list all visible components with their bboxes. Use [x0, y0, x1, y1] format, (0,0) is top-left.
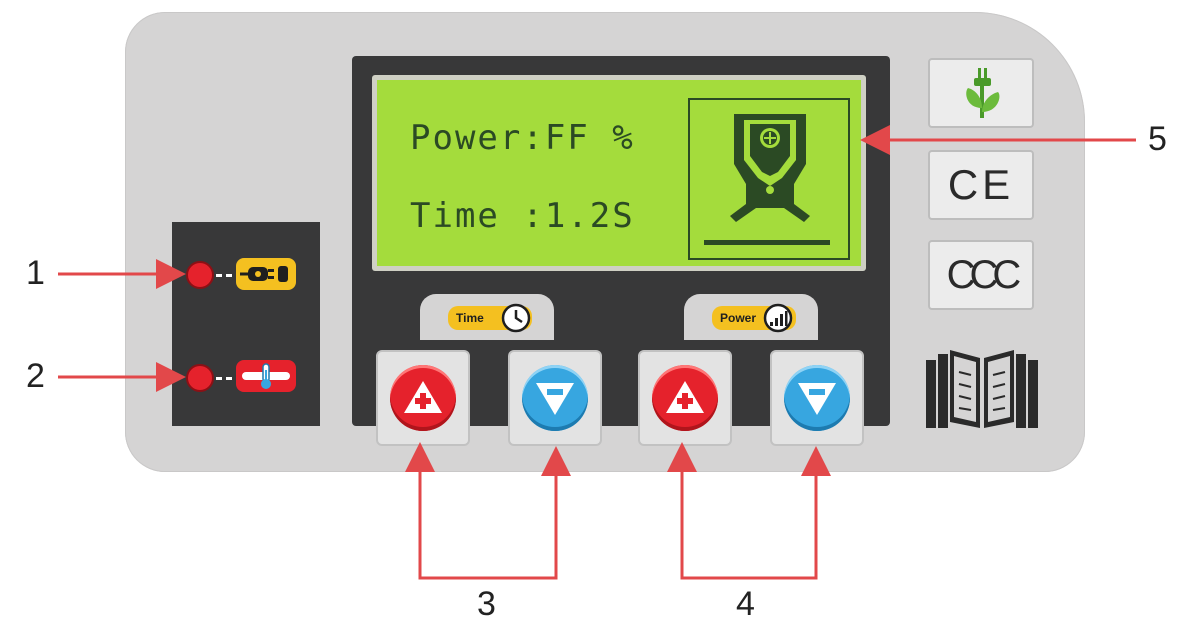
temperature-led [186, 364, 214, 392]
power-led [186, 261, 214, 289]
callout-1: 1 [26, 254, 45, 292]
thermometer-icon [242, 363, 290, 389]
led-dash [216, 377, 232, 380]
time-label: Time [456, 311, 484, 325]
ce-badge: CE [928, 150, 1034, 220]
power-label: Power [720, 311, 757, 325]
callout-line-4 [680, 446, 831, 580]
ce-mark: CE [947, 161, 1015, 208]
signal-bars-icon [763, 303, 793, 333]
indicator-panel [172, 222, 320, 426]
manual-book-icon [926, 350, 1038, 428]
time-decrease-button[interactable] [522, 365, 588, 431]
minus-icon [798, 383, 836, 415]
callout-4: 4 [736, 585, 755, 623]
device-graphic-icon [704, 114, 830, 245]
callout-line-3 [418, 446, 571, 580]
plug-icon [240, 266, 288, 282]
plug-indicator [236, 258, 296, 290]
ccc-mark: CCC [946, 252, 1022, 297]
eco-plug-leaf-icon [966, 68, 1000, 118]
clock-icon [501, 303, 531, 333]
time-increase-button[interactable] [390, 365, 456, 431]
thermometer-indicator [236, 360, 296, 392]
power-decrease-button[interactable] [784, 365, 850, 431]
ccc-badge: CCC [928, 240, 1034, 310]
plus-icon [404, 381, 442, 413]
lcd-time-reading: Time :1.2S [410, 196, 635, 236]
led-dash [216, 274, 232, 277]
callout-3: 3 [477, 585, 496, 623]
plus-icon [666, 381, 704, 413]
power-increase-button[interactable] [652, 365, 718, 431]
lcd-graphic-frame [688, 98, 850, 260]
callout-5: 5 [1148, 120, 1167, 158]
eco-badge [928, 58, 1034, 128]
callout-2: 2 [26, 357, 45, 395]
lcd-power-reading: Power:FF % [410, 118, 635, 158]
minus-icon [536, 383, 574, 415]
